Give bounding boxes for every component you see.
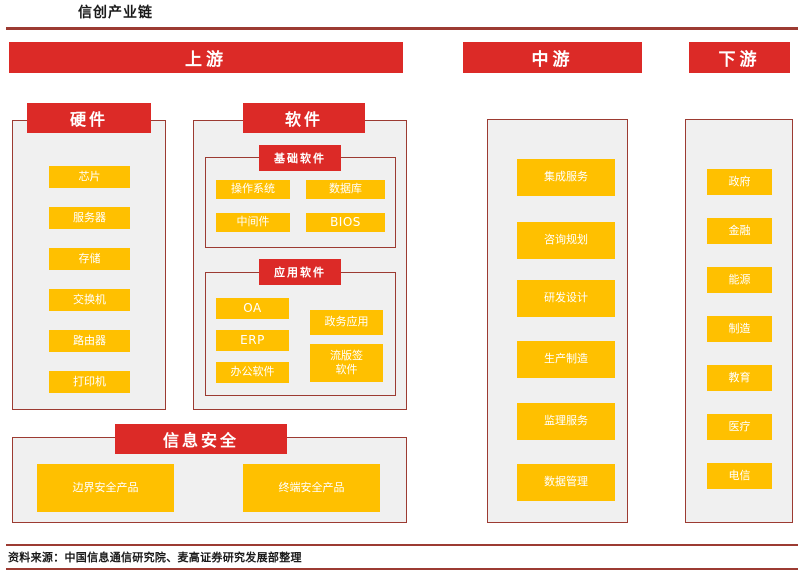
chip-hardware-label: 硬件	[27, 103, 151, 133]
item-basic-bios[interactable]: BIOS	[306, 213, 385, 232]
item-midstream-data-management[interactable]: 数据管理	[517, 464, 615, 501]
footer-divider-rule-top	[6, 544, 798, 546]
item-app-liuban-signature-label: 流版签 软件	[330, 349, 363, 376]
item-downstream-education[interactable]: 教育	[707, 365, 772, 391]
panel-basic-software	[205, 157, 396, 248]
item-midstream-integration-service[interactable]: 集成服务	[517, 159, 615, 196]
item-infosec-boundary[interactable]: 边界安全产品	[37, 464, 174, 512]
item-hardware-storage[interactable]: 存储	[49, 248, 130, 270]
source-note: 资料来源：中国信息通信研究院、麦高证券研究发展部整理	[8, 551, 302, 564]
item-downstream-finance[interactable]: 金融	[707, 218, 772, 244]
item-basic-database[interactable]: 数据库	[306, 180, 385, 199]
item-midstream-supervision-service[interactable]: 监理服务	[517, 403, 615, 440]
item-app-government[interactable]: 政务应用	[310, 310, 383, 335]
stage-header-downstream: 下游	[689, 42, 790, 73]
item-hardware-switch[interactable]: 交换机	[49, 289, 130, 311]
chip-basic-software-label: 基础软件	[259, 145, 341, 171]
item-downstream-telecom[interactable]: 电信	[707, 463, 772, 489]
item-app-oa[interactable]: OA	[216, 298, 289, 319]
item-downstream-government[interactable]: 政府	[707, 169, 772, 195]
item-downstream-energy[interactable]: 能源	[707, 267, 772, 293]
item-hardware-chip[interactable]: 芯片	[49, 166, 130, 188]
header-divider-rule	[6, 27, 798, 30]
item-infosec-endpoint[interactable]: 终端安全产品	[243, 464, 380, 512]
item-hardware-router[interactable]: 路由器	[49, 330, 130, 352]
chip-application-software-label: 应用软件	[259, 259, 341, 285]
item-midstream-rnd-design[interactable]: 研发设计	[517, 280, 615, 317]
stage-header-upstream: 上游	[9, 42, 403, 73]
chip-infosec-label: 信息安全	[115, 424, 287, 454]
chip-software-label: 软件	[243, 103, 365, 133]
page-title: 信创产业链	[78, 5, 153, 21]
item-downstream-healthcare[interactable]: 医疗	[707, 414, 772, 440]
item-midstream-consulting-planning[interactable]: 咨询规划	[517, 222, 615, 259]
item-app-liuban-signature[interactable]: 流版签 软件	[310, 344, 383, 382]
item-hardware-printer[interactable]: 打印机	[49, 371, 130, 393]
item-basic-os[interactable]: 操作系统	[216, 180, 290, 199]
item-app-office[interactable]: 办公软件	[216, 362, 289, 383]
item-downstream-manufacturing[interactable]: 制造	[707, 316, 772, 342]
item-app-erp[interactable]: ERP	[216, 330, 289, 351]
item-basic-middleware[interactable]: 中间件	[216, 213, 290, 232]
footer-divider-rule-bottom	[6, 568, 798, 570]
item-hardware-server[interactable]: 服务器	[49, 207, 130, 229]
item-midstream-production[interactable]: 生产制造	[517, 341, 615, 378]
stage-header-midstream: 中游	[463, 42, 642, 73]
